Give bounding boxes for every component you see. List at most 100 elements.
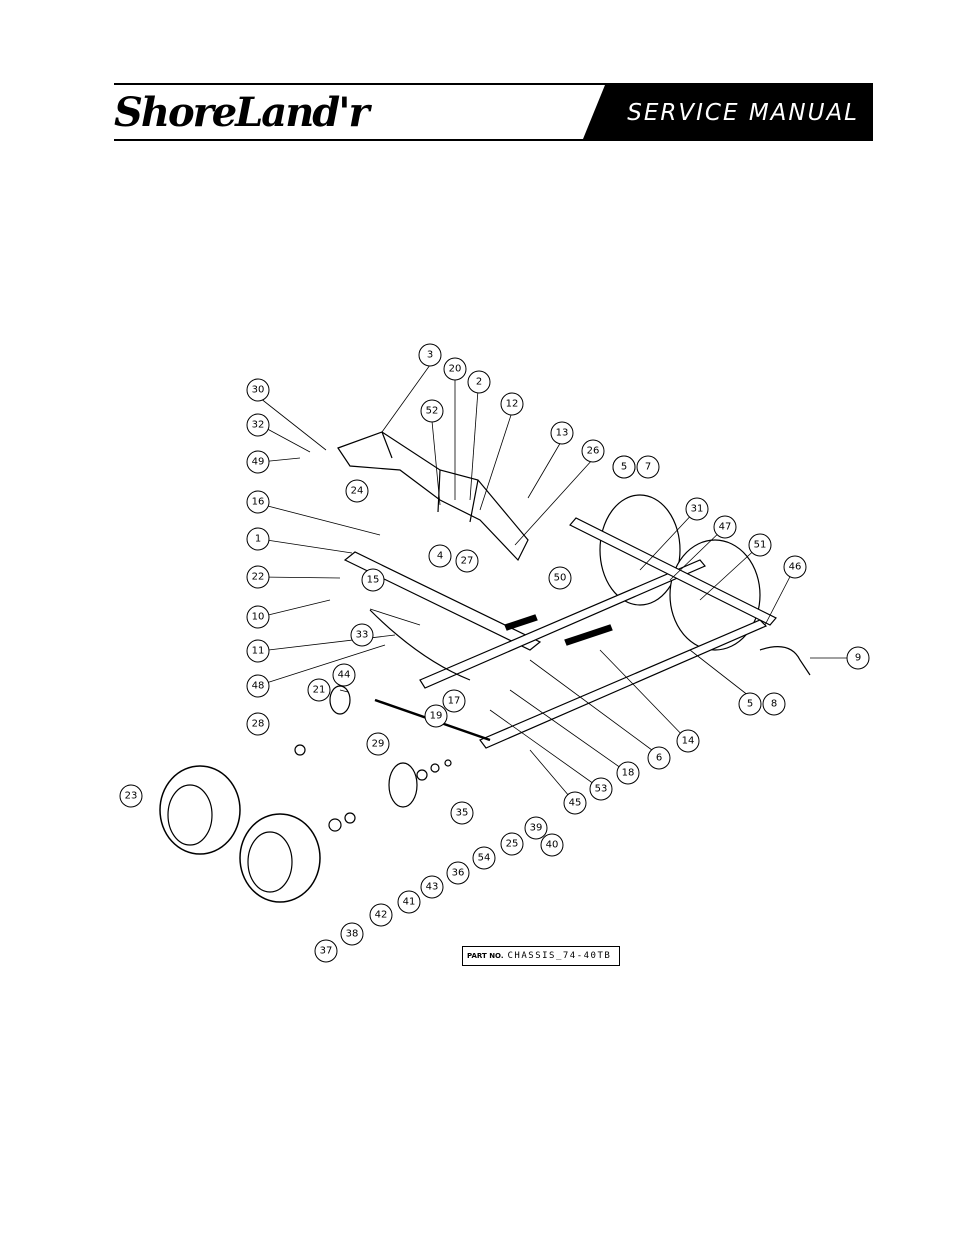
callout-label: 23 <box>125 791 138 802</box>
callout-label: 35 <box>456 808 469 819</box>
callout-circle <box>332 663 356 687</box>
callout-label: 39 <box>530 823 543 834</box>
callout-circle <box>340 922 364 946</box>
callout-43: 43 <box>420 875 444 899</box>
callout-circle <box>636 455 660 479</box>
page-header: ShoreLand'r SERVICE MANUAL <box>114 83 873 141</box>
callout-circle <box>446 861 470 885</box>
callout-label: 29 <box>372 739 385 750</box>
callout-label: 46 <box>789 562 802 573</box>
callout-36: 36 <box>446 861 470 885</box>
callout-24: 24 <box>345 479 369 503</box>
callout-32: 32 <box>246 413 270 437</box>
callout-circle <box>246 712 270 736</box>
callout-label: 3 <box>427 350 433 361</box>
callout-label: 26 <box>587 446 600 457</box>
callout-8: 8 <box>762 692 786 716</box>
callout-2: 2 <box>467 370 491 394</box>
callout-circle <box>676 729 700 753</box>
callout-label: 31 <box>691 504 704 515</box>
callout-label: 37 <box>320 946 333 957</box>
callout-5: 5 <box>738 692 762 716</box>
cotter-part <box>444 759 452 767</box>
part-number-value: CHASSIS_74-40TB <box>507 951 612 961</box>
callout-label: 40 <box>546 840 559 851</box>
callout-51: 51 <box>748 533 772 557</box>
callout-47: 47 <box>713 515 737 539</box>
callout-label: 33 <box>356 630 369 641</box>
callout-52: 52 <box>420 399 444 423</box>
callout-circle <box>246 450 270 474</box>
callout-circle <box>581 439 605 463</box>
callout-circle <box>563 791 587 815</box>
callout-label: 8 <box>771 699 777 710</box>
callout-label: 14 <box>682 736 695 747</box>
callout-circle <box>647 746 671 770</box>
callout-label: 13 <box>556 428 569 439</box>
leader-lines <box>259 364 858 804</box>
callout-label: 36 <box>452 868 465 879</box>
callout-31: 31 <box>685 497 709 521</box>
callout-label: 19 <box>430 711 443 722</box>
callout-circle <box>246 378 270 402</box>
callout-circle <box>366 732 390 756</box>
callout-label: 49 <box>252 457 265 468</box>
callout-22: 22 <box>246 565 270 589</box>
callout-49: 49 <box>246 450 270 474</box>
bearing-cap <box>294 744 306 756</box>
callout-circle <box>246 413 270 437</box>
callout-label: 21 <box>313 685 326 696</box>
callout-circle <box>350 623 374 647</box>
callout-bubbles: 1234555678910111213141516171819202122232… <box>119 343 870 963</box>
callout-circle <box>442 689 466 713</box>
callout-circle <box>369 903 393 927</box>
callout-42: 42 <box>369 903 393 927</box>
callout-label: 52 <box>426 406 439 417</box>
frame-rail-cross <box>419 559 706 689</box>
part-number-box: PART NO. CHASSIS_74-40TB <box>462 946 620 966</box>
callout-circle <box>472 846 496 870</box>
callout-circle <box>548 566 572 590</box>
callout-53: 53 <box>589 777 613 801</box>
frame-rail-right <box>569 517 777 626</box>
part-number-label: PART NO. <box>467 952 504 960</box>
nut-part <box>430 763 440 773</box>
callout-23: 23 <box>119 784 143 808</box>
frame-rail-lower <box>479 619 768 749</box>
callout-label: 45 <box>569 798 582 809</box>
callout-46: 46 <box>783 555 807 579</box>
callout-circle <box>428 544 452 568</box>
callout-label: 7 <box>645 462 651 473</box>
callout-11: 11 <box>246 639 270 663</box>
callout-9: 9 <box>846 646 870 670</box>
title-band-shape <box>583 85 873 139</box>
callout-circle <box>246 639 270 663</box>
callout-circle <box>685 497 709 521</box>
callout-19: 19 <box>424 704 448 728</box>
callout-circle <box>450 801 474 825</box>
callout-29: 29 <box>366 732 390 756</box>
callout-circle <box>748 533 772 557</box>
callout-label: 53 <box>595 784 608 795</box>
callout-label: 4 <box>437 551 443 562</box>
seal-part <box>328 818 342 832</box>
callout-5: 5 <box>612 455 636 479</box>
callout-circle <box>524 816 548 840</box>
callout-39: 39 <box>524 816 548 840</box>
callout-circle <box>783 555 807 579</box>
callout-48: 48 <box>246 674 270 698</box>
callout-label: 2 <box>476 377 482 388</box>
callout-circle <box>345 479 369 503</box>
callout-circle <box>500 832 524 856</box>
callout-label: 42 <box>375 910 388 921</box>
manual-title: SERVICE MANUAL <box>627 100 859 126</box>
callout-label: 20 <box>449 364 462 375</box>
callout-label: 51 <box>754 540 767 551</box>
callout-label: 5 <box>621 462 627 473</box>
callout-circle <box>119 784 143 808</box>
callout-label: 11 <box>252 646 265 657</box>
callout-4: 4 <box>428 544 452 568</box>
callout-circle <box>443 357 467 381</box>
callout-circle <box>846 646 870 670</box>
callout-label: 9 <box>855 653 861 664</box>
